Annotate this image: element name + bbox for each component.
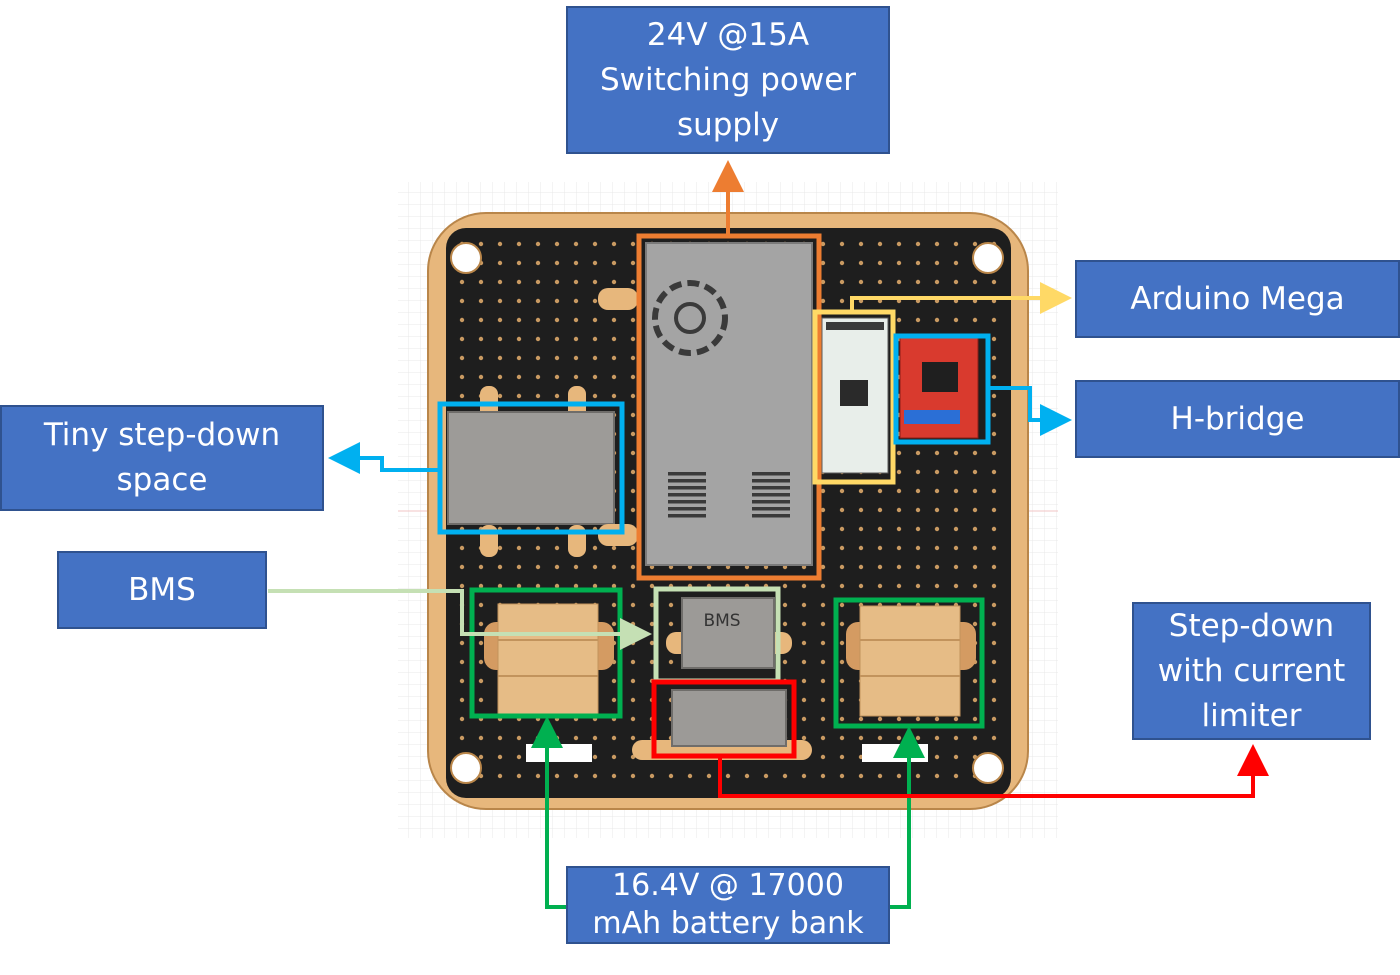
h-bridge-board — [899, 337, 979, 439]
connector-tiny-stepdown — [328, 442, 440, 474]
label-stepdown-limiter-line: with current — [1157, 652, 1346, 689]
label-battery-bank-line: mAh battery bank — [592, 906, 864, 941]
highlight-stepdown-limiter — [651, 679, 797, 759]
psu-vents — [668, 472, 790, 518]
label-h-bridge: H-bridge — [1075, 380, 1400, 458]
label-tiny-stepdown-line: space — [116, 462, 208, 498]
connector-stepdown-limiter — [718, 744, 1269, 798]
arduino-mega-board — [821, 317, 889, 474]
label-bms-text: BMS — [128, 571, 196, 608]
label-battery-bank: 16.4V @ 17000 mAh battery bank — [566, 866, 890, 944]
battery-block-left — [484, 603, 614, 715]
connector-battery-left — [531, 716, 566, 909]
label-stepdown-limiter-line: Step-down — [1168, 607, 1335, 644]
label-power-supply: 24V @15A Switching power supply — [566, 6, 890, 154]
bms-print: BMS — [703, 611, 740, 631]
slot-right — [862, 744, 928, 762]
label-power-supply-line: 24V @15A — [646, 16, 810, 53]
label-power-supply-line: Switching power — [599, 61, 857, 98]
bms-module: BMS — [666, 597, 792, 669]
battery-block-right — [846, 605, 976, 717]
connector-h-bridge — [988, 386, 1072, 436]
label-tiny-stepdown: Tiny step-down space — [0, 405, 324, 511]
label-battery-bank-line: 16.4V @ 17000 — [612, 868, 844, 903]
connector-bms — [268, 589, 652, 650]
slot-left — [526, 744, 592, 762]
label-power-supply-line: supply — [676, 106, 780, 143]
label-bms: BMS — [57, 551, 267, 629]
label-arduino-text: Arduino Mega — [1130, 280, 1345, 317]
power-supply-unit — [598, 242, 813, 566]
connector-battery-right — [890, 726, 925, 909]
corner-mounts — [450, 242, 1004, 784]
label-h-bridge-text: H-bridge — [1170, 400, 1305, 437]
label-stepdown-limiter-line: limiter — [1201, 697, 1302, 734]
label-stepdown-limiter: Step-down with current limiter — [1132, 602, 1371, 740]
label-tiny-stepdown-line: Tiny step-down — [43, 417, 281, 453]
connector-arduino — [850, 282, 1072, 314]
label-arduino: Arduino Mega — [1075, 260, 1400, 338]
